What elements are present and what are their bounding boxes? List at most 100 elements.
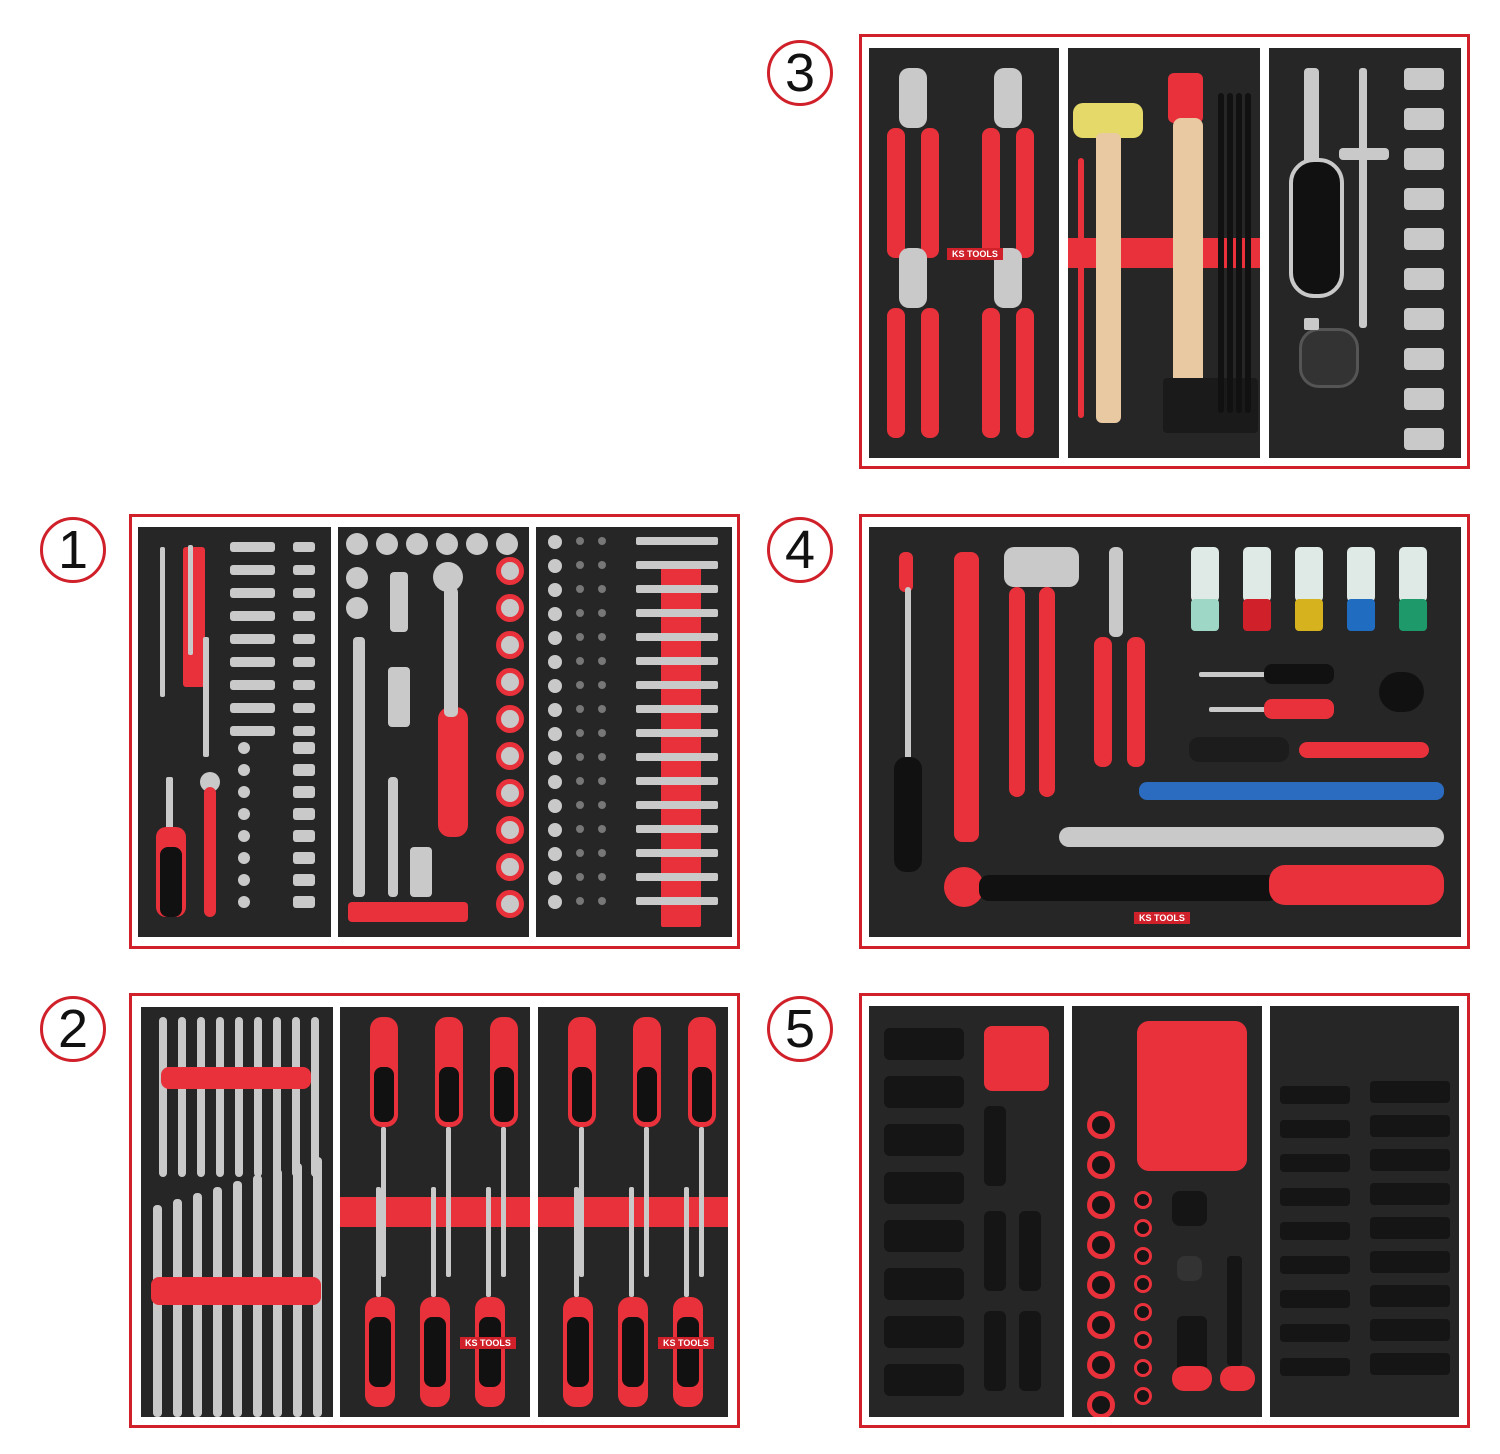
foam-base — [1172, 1366, 1212, 1391]
bit — [598, 585, 606, 593]
impact-socket — [1087, 1111, 1115, 1139]
t-bar-cross — [1339, 148, 1389, 160]
screwdriver-shaft — [381, 1127, 386, 1277]
impact-bit-socket — [1370, 1115, 1450, 1137]
bit-socket-long — [636, 801, 718, 809]
pliers-handle — [921, 128, 939, 258]
protective-socket — [1347, 599, 1375, 631]
socket — [406, 533, 428, 555]
bit — [576, 801, 584, 809]
bit — [576, 753, 584, 761]
oil-drain-bit — [1404, 268, 1444, 290]
bit-socket — [548, 847, 562, 861]
socket — [293, 634, 315, 644]
set-number: 2 — [57, 999, 89, 1059]
bit — [598, 873, 606, 881]
set-number: 1 — [57, 520, 89, 580]
valve-core-tool — [1199, 672, 1269, 677]
bit-socket — [548, 751, 562, 765]
protective-socket-sleeve — [1295, 547, 1323, 602]
bit-socket — [548, 655, 562, 669]
bit-socket — [238, 764, 250, 776]
socket — [293, 680, 315, 690]
impact-socket — [1134, 1275, 1152, 1293]
impact-socket — [1134, 1331, 1152, 1349]
socket — [496, 705, 524, 733]
pliers-nose — [1109, 547, 1123, 637]
bit-socket — [548, 583, 562, 597]
protective-socket-sleeve — [1347, 547, 1375, 602]
spark-plug-socket — [390, 572, 408, 632]
socket — [496, 779, 524, 807]
bit-socket-long — [636, 825, 718, 833]
punch — [1227, 93, 1233, 413]
screwdriver-grip — [572, 1067, 592, 1122]
screwdriver-shaft — [501, 1127, 506, 1277]
screwdriver-shaft — [431, 1187, 436, 1297]
ratchet-handle — [204, 787, 216, 917]
combination-wrench — [273, 1017, 281, 1177]
screwdriver-grip — [160, 847, 182, 917]
socket — [230, 703, 275, 713]
pliers-handle — [887, 128, 905, 258]
foam-slot — [183, 547, 205, 687]
socket — [496, 594, 524, 622]
tray-wrenches — [141, 1007, 333, 1417]
hammer-grip — [1168, 73, 1203, 123]
extension-bar — [203, 637, 209, 757]
oil-drain-bit — [1404, 108, 1444, 130]
valve-installer — [1139, 782, 1444, 800]
tray-quarter-inch-sockets — [138, 527, 331, 937]
impact-bit-socket — [1370, 1217, 1450, 1239]
bit-socket — [548, 823, 562, 837]
adapter — [1304, 318, 1319, 330]
impact-socket — [1087, 1231, 1115, 1259]
bit-socket — [548, 535, 562, 549]
combination-wrench — [292, 1017, 300, 1177]
deep-impact-socket — [884, 1220, 964, 1252]
impact-bit-socket — [1370, 1149, 1450, 1171]
bit — [598, 561, 606, 569]
combination-wrench — [197, 1017, 205, 1177]
oil-drain-bit — [1404, 148, 1444, 170]
socket — [293, 542, 315, 552]
deep-impact-socket — [1019, 1211, 1041, 1291]
deep-impact-socket — [884, 1124, 964, 1156]
bit — [598, 609, 606, 617]
bit — [598, 801, 606, 809]
bit-socket — [238, 874, 250, 886]
deep-impact-socket — [884, 1172, 964, 1204]
socket — [496, 890, 524, 918]
combination-wrench — [235, 1017, 243, 1177]
socket — [293, 808, 315, 820]
extension-bar — [353, 637, 365, 897]
torque-wrench-handle — [1269, 865, 1444, 905]
bit-socket — [238, 742, 250, 754]
deep-impact-socket — [984, 1211, 1006, 1291]
bit-socket-long — [636, 585, 718, 593]
set-number-badge: 3 — [767, 40, 833, 106]
combination-wrench — [153, 1205, 162, 1417]
combination-wrench — [159, 1017, 167, 1177]
oil-drain-bit — [1404, 188, 1444, 210]
socket — [230, 680, 275, 690]
combination-wrench — [311, 1017, 319, 1177]
deep-impact-socket — [884, 1364, 964, 1396]
screwdriver-grip — [424, 1317, 446, 1387]
socket — [293, 657, 315, 667]
protective-socket — [1399, 599, 1427, 631]
screwdriver-grip — [567, 1317, 589, 1387]
bit-socket-long — [636, 705, 718, 713]
set-number: 5 — [784, 999, 816, 1059]
impact-bit-socket — [1370, 1081, 1450, 1103]
pliers-handle — [1127, 637, 1145, 767]
impact-socket — [1087, 1191, 1115, 1219]
bit-socket — [238, 808, 250, 820]
ratchet-head — [200, 772, 220, 792]
bit-socket-long — [636, 609, 718, 617]
tray-half-inch-sockets — [338, 527, 529, 937]
bit-socket — [238, 852, 250, 864]
t-handle — [188, 545, 193, 655]
bit-socket-long — [636, 753, 718, 761]
impact-adapter — [1177, 1256, 1202, 1281]
